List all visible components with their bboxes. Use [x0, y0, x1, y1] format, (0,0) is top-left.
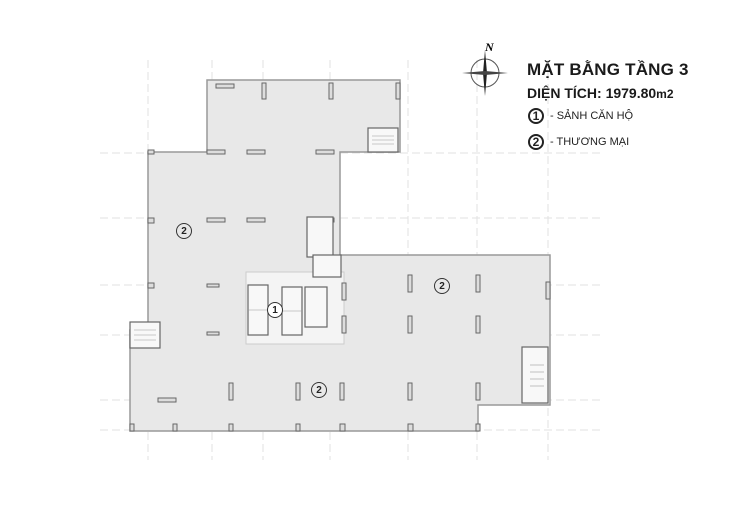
compass-north-label: N	[485, 40, 494, 54]
area-label: DIỆN TÍCH: 1979.80m2	[527, 85, 674, 101]
legend-item-lobby: 1 - SẢNH CĂN HỘ	[528, 108, 633, 124]
area-prefix: DIỆN TÍCH:	[527, 85, 602, 101]
legend-label: - THƯƠNG MẠI	[550, 136, 630, 148]
area-unit: m2	[656, 87, 674, 101]
legend-label: - SẢNH CĂN HỘ	[550, 110, 634, 122]
north-compass-icon	[462, 50, 508, 96]
plan-title: MẶT BẰNG TẦNG 3	[527, 60, 689, 79]
legend-item-commercial: 2 - THƯƠNG MẠI	[528, 134, 629, 150]
legend-number: 1	[528, 108, 544, 124]
legend-number: 2	[528, 134, 544, 150]
area-value: 1979.80	[605, 85, 657, 101]
columns	[129, 82, 551, 432]
stair-treads	[134, 135, 544, 387]
zone-marker-lobby: 1	[267, 302, 283, 318]
zone-marker-commercial-right: 2	[434, 278, 450, 294]
zone-marker-commercial-top: 2	[176, 223, 192, 239]
zone-marker-commercial-bottom: 2	[311, 382, 327, 398]
